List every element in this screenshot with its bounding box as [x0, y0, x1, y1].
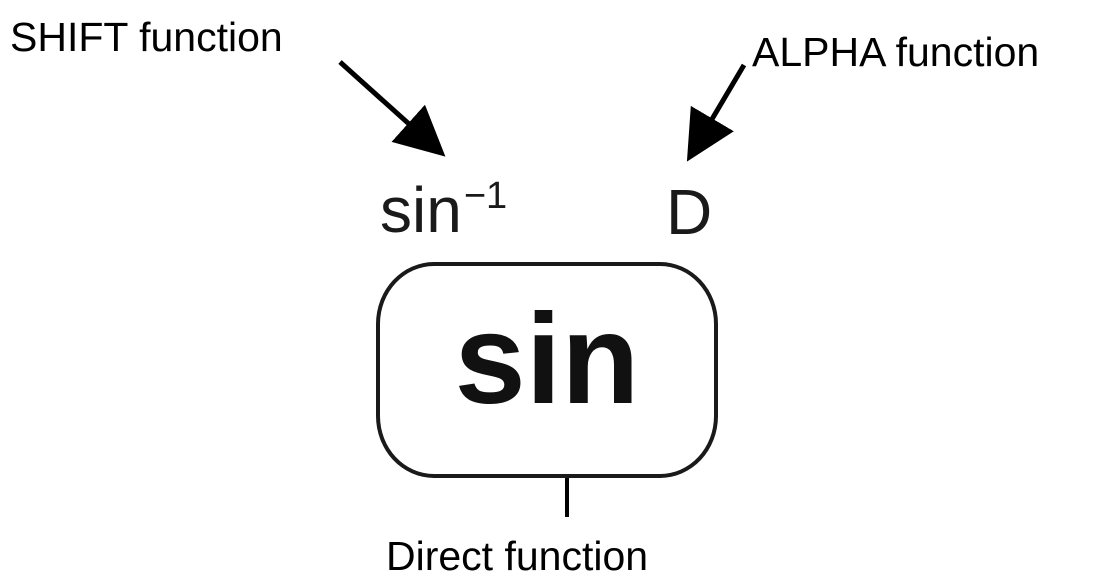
shift-label-base: sin: [380, 174, 462, 246]
shift-label-superscript: −1: [463, 175, 508, 217]
key-main-label: sin: [454, 288, 640, 431]
alpha-function-callout: ALPHA function: [752, 29, 1040, 75]
shift-arrow: [338, 60, 446, 157]
alpha-function-label: D: [666, 176, 713, 248]
shift-function-callout: SHIFT function: [10, 14, 283, 60]
direct-function-callout: Direct function: [386, 533, 649, 579]
sin-key-button[interactable]: sin: [376, 262, 718, 478]
alpha-arrow: [686, 63, 747, 162]
shift-function-label: sin−1: [380, 175, 508, 242]
